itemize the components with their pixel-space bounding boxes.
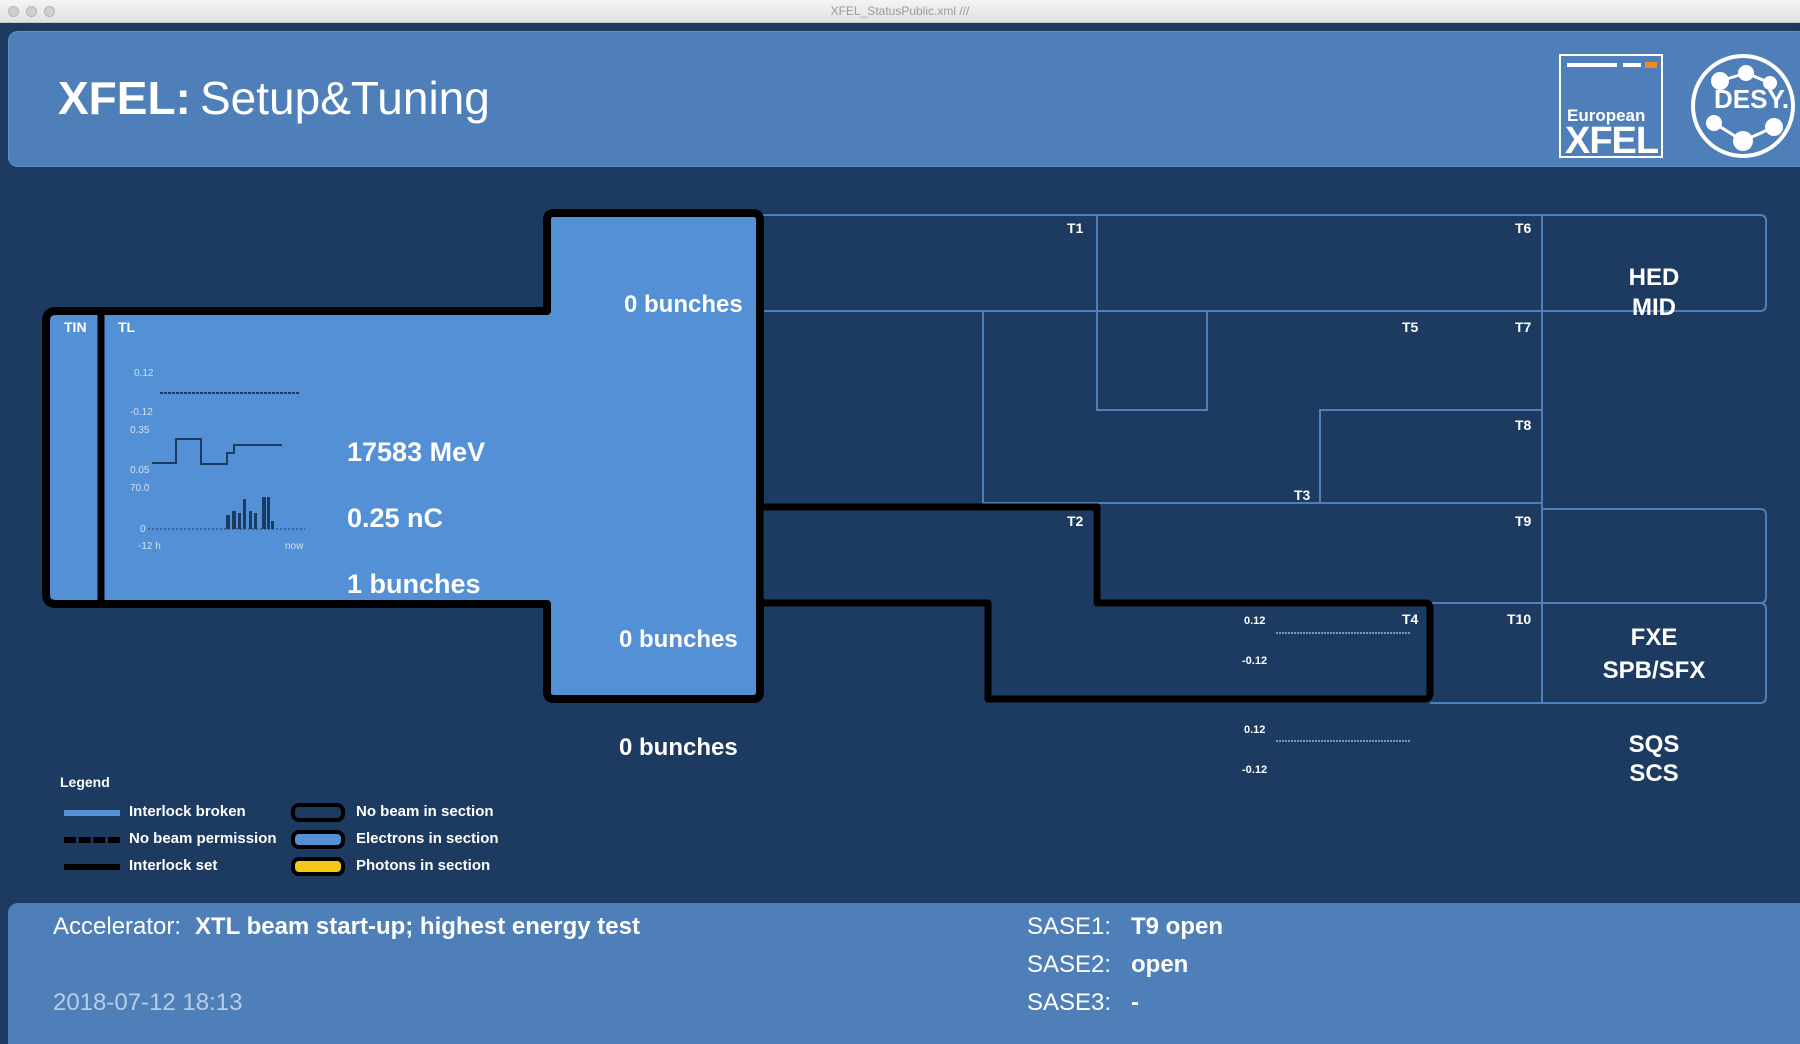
chart3-max-label: 70.0 xyxy=(130,483,150,494)
bunch-charge-readout: 0.25 nC xyxy=(347,503,444,533)
legend-electrons: Electrons in section xyxy=(356,830,499,847)
chart2-min-label: 0.05 xyxy=(130,465,150,476)
sqs-station-outline xyxy=(1541,602,1767,704)
t4-trend-chart: 0.12 -0.12 xyxy=(1242,724,1410,776)
status-footer: Accelerator: XTL beam start-up; highest … xyxy=(8,903,1800,1044)
close-window-button[interactable] xyxy=(8,6,19,17)
european-xfel-logo: European XFEL xyxy=(1559,54,1663,162)
chart1-max-label: 0.12 xyxy=(134,368,154,379)
t4-chart-min-label: -0.12 xyxy=(1242,764,1267,776)
station-mid-label: MID xyxy=(1632,294,1676,321)
section-label-t1: T1 xyxy=(1067,220,1084,236)
section-t1-outline xyxy=(759,214,1098,312)
section-label-t5: T5 xyxy=(1402,319,1419,335)
chart3-bars xyxy=(226,497,274,529)
window-title: XFEL_StatusPublic.xml /// xyxy=(830,4,970,18)
section-label-t10: T10 xyxy=(1507,611,1532,627)
legend-interlock-broken: Interlock broken xyxy=(129,803,246,820)
section-t5-outline xyxy=(1096,310,1543,411)
sase3-label: SASE3: xyxy=(1027,989,1112,1016)
t9-trend-chart: 0.12 -0.12 xyxy=(1242,615,1410,667)
station-hed-mid: HED MID xyxy=(1542,263,1766,323)
legend-interlock-set: Interlock set xyxy=(129,857,218,874)
legend-no-beam-permission: No beam permission xyxy=(129,830,277,847)
section-label-t8: T8 xyxy=(1515,417,1532,433)
section-t9-outline xyxy=(1097,502,1543,604)
station-spb-sfx-label: SPB/SFX xyxy=(1602,657,1706,684)
section-label-t6: T6 xyxy=(1515,220,1532,236)
section-label-t9: T9 xyxy=(1515,513,1532,529)
fxe-station-outline xyxy=(1541,508,1767,604)
station-sqs-label: SQS xyxy=(1628,731,1680,758)
interlock-broken-swatch xyxy=(64,810,120,816)
accelerator-label: Accelerator: xyxy=(53,913,182,940)
chart2-max-label: 0.35 xyxy=(130,425,150,436)
legend-photons: Photons in section xyxy=(356,857,491,874)
section-label-t3: T3 xyxy=(1294,487,1311,503)
section-label-t7: T7 xyxy=(1515,319,1532,335)
interlock-set-swatch xyxy=(64,864,120,870)
t9-chart-max-label: 0.12 xyxy=(1244,615,1265,627)
electrons-swatch xyxy=(291,830,345,849)
station-scs-label: SCS xyxy=(1629,760,1679,787)
station-fxe-spb: FXE SPB/SFX xyxy=(1542,621,1766,687)
beam-energy-readout: 17583 MeV xyxy=(347,437,486,467)
sase2-status: open xyxy=(1131,951,1189,978)
legend-title: Legend xyxy=(60,774,110,790)
time-axis-end-label: now xyxy=(285,541,304,552)
no-beam-swatch xyxy=(291,803,345,822)
chart1-min-label: -0.12 xyxy=(130,407,153,418)
sase2-label: SASE2: xyxy=(1027,951,1112,978)
section-t6-outline xyxy=(1096,214,1543,312)
hed-station-outline xyxy=(1541,214,1767,312)
time-axis-start-label: -12 h xyxy=(138,541,161,552)
chart2-trace xyxy=(152,438,282,465)
station-fxe-label: FXE xyxy=(1630,624,1678,651)
section-label-t4: T4 xyxy=(1402,611,1419,627)
tl-bunches-readout: 1 bunches xyxy=(347,569,481,599)
sase3-status: - xyxy=(1131,989,1139,1016)
section-t3-outline xyxy=(760,310,1543,504)
tl-trend-charts: 0.12 -0.12 0.35 0.05 70.0 0 -12 h now xyxy=(130,368,305,552)
section-label-t2: T2 xyxy=(1067,513,1084,529)
chart3-min-label: 0 xyxy=(140,524,146,535)
section-t2-t4-interlock-region xyxy=(756,503,1434,703)
sase1-status: T9 open xyxy=(1131,913,1224,940)
page-title: Setup&Tuning xyxy=(200,72,490,124)
legend-no-beam: No beam in section xyxy=(356,803,494,820)
t4-chart-max-label: 0.12 xyxy=(1244,724,1265,736)
window-titlebar: XFEL_StatusPublic.xml /// xyxy=(0,0,1800,23)
accelerator-status: XTL beam start-up; highest energy test xyxy=(195,913,640,940)
no-beam-permission-swatch xyxy=(64,837,120,843)
section-label-tin: TIN xyxy=(64,319,87,335)
status-timestamp: 2018-07-12 18:13 xyxy=(53,989,243,1016)
header-panel: XFEL: Setup&Tuning European XFEL DESY. xyxy=(8,31,1800,167)
section-label-tl: TL xyxy=(118,319,136,335)
sase1-label: SASE1: xyxy=(1027,913,1112,940)
minimize-window-button[interactable] xyxy=(26,6,37,17)
t9-chart-min-label: -0.12 xyxy=(1242,655,1267,667)
beamline-diagram xyxy=(42,209,1767,704)
sase1-bunches-readout: 0 bunches xyxy=(619,626,738,653)
station-hed-label: HED xyxy=(1628,264,1680,291)
sase3-bunches-readout: 0 bunches xyxy=(619,734,738,761)
status-display: XFEL: Setup&Tuning European XFEL DESY. xyxy=(0,23,1800,1044)
page-title-prefix: XFEL: xyxy=(58,72,191,124)
desy-logo: DESY. xyxy=(1688,51,1798,161)
station-sqs-scs: SQS SCS xyxy=(1542,730,1766,788)
electron-beamline-region xyxy=(42,209,764,703)
zoom-window-button[interactable] xyxy=(44,6,55,17)
photons-swatch xyxy=(291,857,345,876)
sase-north-bunches-readout: 0 bunches xyxy=(624,291,743,318)
